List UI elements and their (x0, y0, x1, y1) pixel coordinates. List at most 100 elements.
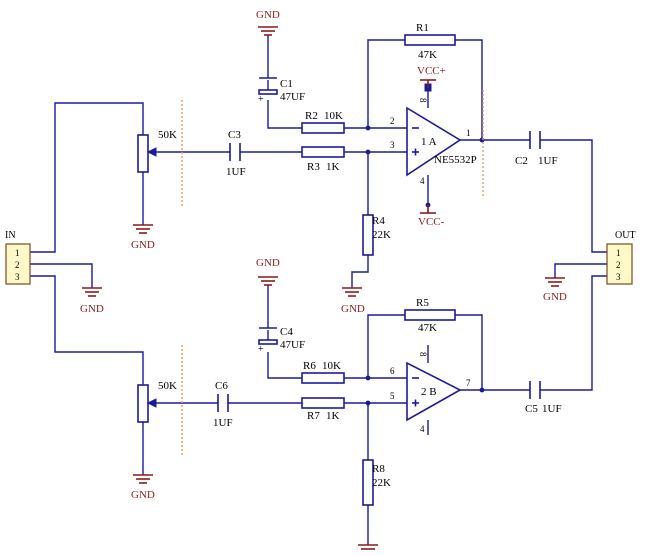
ground-out: GND (543, 277, 567, 303)
resistor-r2: R2 10K (301, 110, 345, 134)
in-connector: IN 1 2 3 (5, 230, 31, 285)
components-c5-value-label: 1UF (542, 403, 562, 415)
components-r4-ref-label: R4 (372, 215, 385, 227)
ground-r4: GND (341, 287, 365, 315)
components-r8-ref-label: R8 (372, 463, 385, 475)
components-r1-ref-label: R1 (416, 22, 429, 34)
ground_label-label: GND (256, 9, 280, 21)
out-pin-1: 1 (616, 248, 621, 258)
components-r3-value-label: 1K (326, 161, 340, 173)
opamp-b: 2 B 6 5 7 8 4 (390, 352, 471, 434)
ground_label-label: GND (341, 303, 365, 315)
components-r2-ref-label: R2 (305, 110, 318, 122)
components-c5-ref-label: C5 (525, 403, 538, 415)
opamp-pins-a_out-label: 1 (466, 128, 471, 138)
ground-c4: GND (256, 257, 280, 286)
ground_label-label: GND (131, 239, 155, 251)
opamp-pins-a_inv-label: 2 (390, 116, 395, 126)
ground-r8 (358, 544, 378, 550)
pot-top-value: 50K (158, 129, 177, 141)
components-c4-ref-label: C4 (280, 326, 293, 338)
capacitor-c6: C6 1UF (213, 380, 233, 429)
opamp-pins-b_noninv-label: 5 (390, 391, 395, 401)
in-connector-label: IN (5, 230, 16, 241)
components-r5-ref-label: R5 (416, 297, 429, 309)
opamp-pins-b_out-label: 7 (466, 378, 471, 388)
opamp-unit_b-label: 2 B (421, 386, 437, 398)
capacitor-c4: + C4 47UF (258, 326, 305, 355)
opamp-a: 1 A NE5532P 2 3 1 8 4 (390, 83, 477, 186)
resistor-r4: R4 22K (362, 214, 391, 256)
hatch-marks (181, 90, 484, 455)
opamp-part-label: NE5532P (434, 154, 477, 166)
out-pin-3: 3 (616, 272, 621, 282)
components-c1-ref-label: C1 (280, 78, 293, 90)
ground_label-label: GND (256, 257, 280, 269)
ground-pot-bottom: GND (131, 474, 155, 501)
junction-dot (365, 400, 371, 406)
resistor-r6: R6 10K (301, 360, 345, 384)
components-r5-value-label: 47K (418, 322, 437, 334)
components-r6-value-label: 10K (322, 360, 341, 372)
components-r2-value-label: 10K (324, 110, 343, 122)
components-c6-value-label: 1UF (213, 417, 233, 429)
components-r7-ref-label: R7 (307, 410, 320, 422)
resistor-r3: R3 1K (301, 146, 345, 173)
opamp-pins-b_vplus-label: 8 (418, 352, 428, 357)
junction-dot (365, 125, 371, 131)
junction-dot (365, 375, 371, 381)
resistor-r7: R7 1K (301, 397, 345, 422)
out-connector: OUT 1 2 3 (606, 230, 636, 285)
components-c6-ref-label: C6 (215, 380, 228, 392)
components-c3-ref-label: C3 (228, 129, 241, 141)
power-vcc_pos-label: VCC+ (417, 65, 446, 77)
junction-dot (365, 149, 371, 155)
ground_label-label: GND (80, 303, 104, 315)
components-c1-value-label: 47UF (280, 91, 305, 103)
opamp-pins-a_noninv-label: 3 (390, 140, 395, 150)
opamp-pins-vplus-label: 8 (418, 98, 428, 103)
out-pin-2: 2 (616, 260, 621, 270)
components-c2-ref-label: C2 (515, 155, 528, 167)
components-r1-value-label: 47K (418, 49, 437, 61)
resistor-r8: R8 22K (362, 459, 391, 506)
opamp-unit_a-label: 1 A (421, 136, 437, 148)
capacitor-c5: C5 1UF (525, 381, 562, 415)
vcc-pos: VCC+ (417, 65, 446, 88)
ground-pot-top: GND (131, 224, 155, 251)
components-c4-value-label: 47UF (280, 339, 305, 351)
pot-bottom-value: 50K (158, 380, 177, 392)
ground-in: GND (80, 287, 104, 315)
opamp-pins-b_vminus-label: 4 (420, 424, 425, 434)
svg-text:+: + (258, 94, 264, 105)
components-c3-value-label: 1UF (226, 166, 246, 178)
vcc-neg: VCC- (418, 205, 445, 228)
svg-text:+: + (258, 344, 264, 355)
pot-bottom: 50K (137, 380, 177, 423)
opamp-pins-b_inv-label: 6 (390, 366, 395, 376)
capacitor-c1: + C1 47UF (258, 77, 305, 105)
capacitor-c2: C2 1UF (515, 131, 558, 167)
opamp-pins-vminus-label: 4 (420, 176, 425, 186)
resistor-r5: R5 47K (404, 297, 456, 334)
components-r6-ref-label: R6 (303, 360, 316, 372)
components-r4-value-label: 22K (372, 229, 391, 241)
wires (30, 35, 607, 545)
in-pin-3: 3 (15, 272, 20, 282)
ground_label-label: GND (131, 489, 155, 501)
in-pin-1: 1 (15, 248, 20, 258)
components-r7-value-label: 1K (326, 410, 340, 422)
components-r8-value-label: 22K (372, 477, 391, 489)
ground_label-label: GND (543, 291, 567, 303)
capacitor-c3: C3 1UF (226, 129, 246, 178)
ground-c1: GND (256, 9, 280, 36)
power-vcc_neg-label: VCC- (418, 216, 445, 228)
pot-top: 50K (137, 129, 177, 173)
in-pin-2: 2 (15, 260, 20, 270)
components-r3-ref-label: R3 (307, 161, 320, 173)
junction-dot (479, 387, 485, 393)
resistor-r1: R1 47K (404, 22, 456, 61)
out-connector-label: OUT (615, 230, 636, 241)
components-c2-value-label: 1UF (538, 155, 558, 167)
